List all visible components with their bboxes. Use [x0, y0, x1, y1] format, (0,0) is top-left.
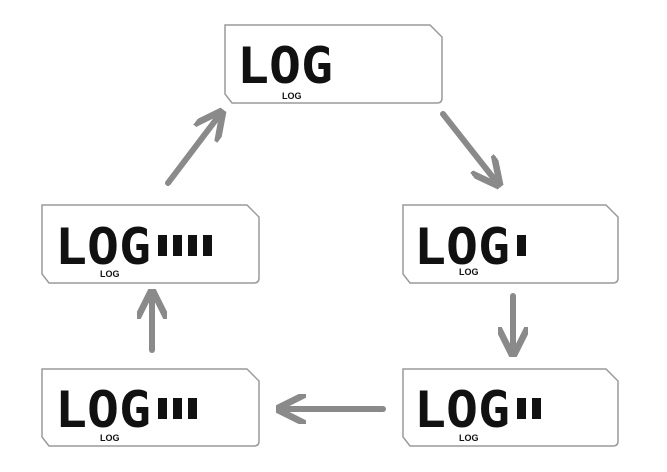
level-bar	[188, 398, 197, 419]
lcd-main-text: LOG	[55, 381, 151, 439]
lcd-main-text: LOG	[414, 218, 510, 276]
level-bars	[517, 235, 526, 256]
lcd-screen-right-lower: LOG LOG	[402, 368, 619, 447]
lcd-main-text: LOG	[55, 218, 151, 276]
level-bar	[532, 398, 541, 419]
lcd-sub-label: LOG	[459, 433, 479, 443]
level-bar	[158, 398, 167, 419]
lcd-screen-right-upper: LOG LOG	[402, 204, 619, 284]
arrow-top-to-right-upper	[440, 111, 495, 180]
lcd-sub-label: LOG	[282, 91, 302, 101]
level-bars	[158, 398, 197, 419]
lcd-sub-label: LOG	[459, 267, 479, 277]
lcd-frame	[402, 368, 619, 447]
lcd-screen-top: LOG LOG	[224, 24, 443, 104]
level-bar	[517, 398, 526, 419]
level-bars	[158, 235, 212, 256]
level-bars	[517, 398, 541, 419]
level-bar	[188, 235, 197, 256]
level-bar	[517, 235, 526, 256]
lcd-screen-left-upper: LOG LOG	[41, 204, 260, 284]
lcd-main-text: LOG	[237, 37, 333, 95]
lcd-sub-label: LOG	[100, 433, 120, 443]
lcd-screen-left-lower: LOG LOG	[41, 368, 260, 447]
level-bar	[173, 398, 182, 419]
level-bar	[173, 235, 182, 256]
lcd-frame	[224, 24, 443, 104]
lcd-frame	[41, 368, 260, 447]
level-bar	[203, 235, 212, 256]
arrow-left-upper-to-top	[165, 117, 218, 186]
lcd-frame	[41, 204, 260, 284]
lcd-sub-label: LOG	[100, 269, 120, 279]
lcd-frame	[402, 204, 619, 284]
level-bar	[158, 235, 167, 256]
lcd-main-text: LOG	[414, 381, 510, 439]
